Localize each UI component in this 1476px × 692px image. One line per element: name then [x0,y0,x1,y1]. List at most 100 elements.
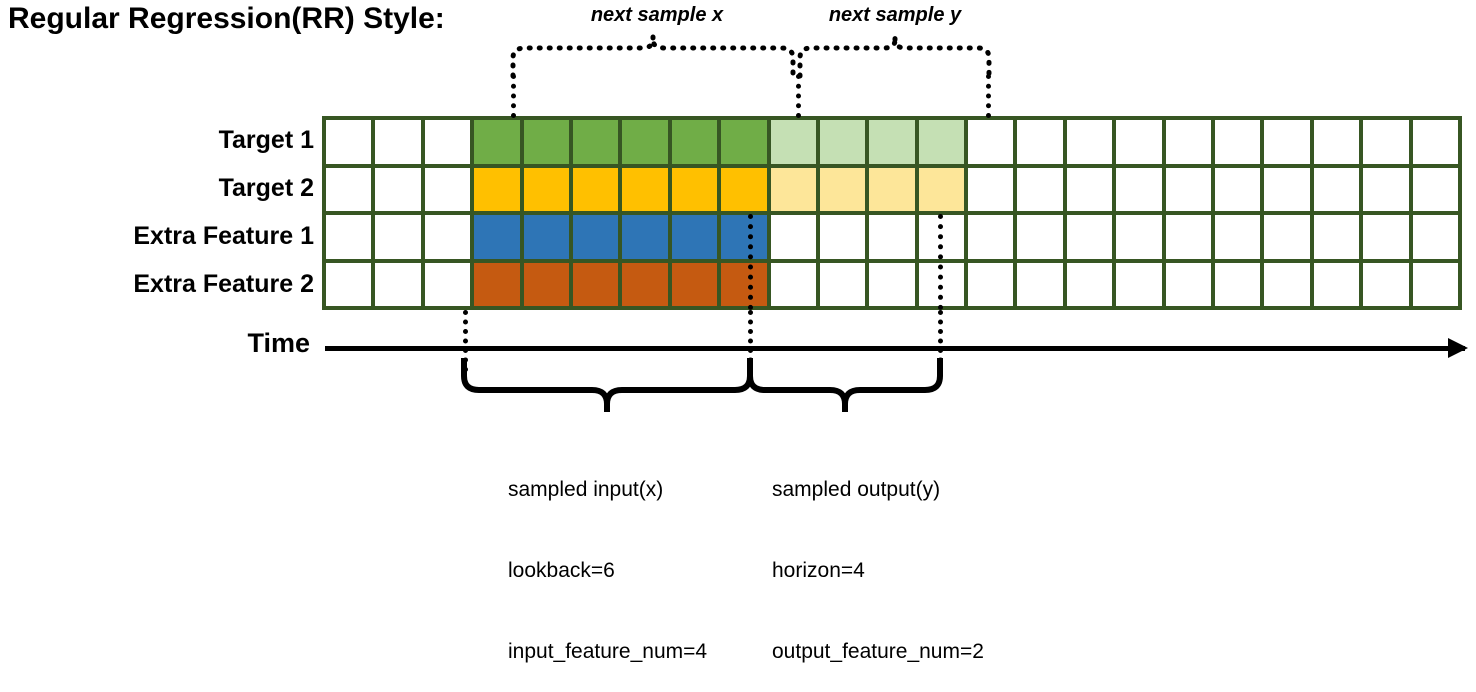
grid-cell-empty [326,120,372,164]
grid-cell-input [572,120,619,164]
grid-cell-input [671,215,718,259]
grid-cell-input [572,215,619,259]
timeline-grid [322,116,1462,310]
annotation-output-line3: output_feature_num=2 [772,640,984,663]
grid-cell-input [671,167,718,211]
annotation-sampled-input: sampled input(x) lookback=6 input_featur… [508,422,707,692]
dotted-connector-boundary-top [796,74,801,118]
annotation-output-line2: horizon=4 [772,559,865,582]
grid-cell-empty [424,120,471,164]
grid-cell-input [622,120,668,164]
caption-next-sample-x: next sample x [590,4,724,26]
grid-cell-empty [375,215,421,259]
row-label-target-2: Target 2 [218,174,314,202]
dotted-connector-output-end-bottom [938,310,943,372]
grid-row [326,167,1458,211]
grid-cell-empty [1116,167,1162,211]
grid-cell-empty [1412,262,1458,306]
dotted-brace-next-sample-x [510,36,796,79]
grid-cell-empty [1165,167,1212,211]
grid-cell-empty [1264,120,1310,164]
grid-cell-input [721,120,767,164]
grid-cell-output [918,167,965,211]
time-axis-label: Time [247,328,310,358]
grid-cell-empty [1215,167,1261,211]
grid-cell-empty [1264,262,1310,306]
grid-cell-empty [1116,262,1162,306]
grid-cell-empty [1017,262,1063,306]
dotted-connector-output-end-top [986,74,991,118]
grid-cell-input [671,120,718,164]
grid-cell-output [869,262,915,306]
grid-cell-empty [1066,167,1113,211]
grid-cell-input [721,262,767,306]
brace-sampled-output [747,358,943,412]
grid-row [326,120,1458,164]
grid-cell-empty [424,167,471,211]
grid-cell-empty [375,120,421,164]
annotation-sampled-output: sampled output(y) horizon=4 output_featu… [772,422,984,692]
grid-cell-empty [326,167,372,211]
grid-cell-input [572,262,619,306]
dotted-connector-output-end-mid [938,214,943,310]
grid-cell-input [523,215,569,259]
grid-cell-empty [968,215,1014,259]
grid-cell-empty [1116,215,1162,259]
grid-cell-empty [1264,215,1310,259]
grid-cell-empty [1215,215,1261,259]
annotation-input-line3: input_feature_num=4 [508,640,708,663]
row-label-extra-feature-1: Extra Feature 1 [133,222,314,250]
grid-cell-input [721,215,767,259]
caption-next-sample-y: next sample y [828,4,962,26]
grid-cell-output [770,262,816,306]
grid-cell-empty [1363,215,1409,259]
grid-cell-empty [1017,120,1063,164]
row-label-extra-feature-2: Extra Feature 2 [133,270,314,298]
grid-cell-output [819,167,866,211]
grid-cell-input [474,215,520,259]
grid-cell-empty [1363,120,1409,164]
grid-cell-empty [375,262,421,306]
grid-cell-empty [968,120,1014,164]
grid-cell-input [721,167,767,211]
dotted-connector-boundary-bottom [748,310,753,372]
grid-cell-input [523,167,569,211]
grid-cell-output [869,167,915,211]
annotation-output-line1: sampled output(y) [772,478,941,501]
dotted-brace-next-sample-y [797,36,992,79]
grid-cell-empty [1017,167,1063,211]
grid-cell-output [819,120,866,164]
dotted-connector-input-start-top [511,74,516,118]
grid-cell-output [869,120,915,164]
grid-cell-output [770,167,816,211]
grid-cell-empty [1165,120,1212,164]
grid-cell-empty [1165,215,1212,259]
grid-cell-empty [1412,120,1458,164]
grid-cell-empty [1313,167,1360,211]
dotted-connector-input-start-bottom [463,310,468,372]
grid-cell-empty [1066,262,1113,306]
grid-cell-input [671,262,718,306]
grid-cell-input [622,167,668,211]
grid-cell-output [819,262,866,306]
grid-cell-empty [1215,262,1261,306]
grid-row [326,262,1458,306]
grid-cell-empty [1066,120,1113,164]
grid-cell-empty [326,262,372,306]
annotation-input-line2: lookback=6 [508,559,615,582]
grid-cell-empty [1412,167,1458,211]
grid-cell-empty [375,167,421,211]
grid-cell-empty [1116,120,1162,164]
grid-cell-input [474,167,520,211]
grid-cell-empty [1363,262,1409,306]
grid-cell-input [572,167,619,211]
grid-cell-input [523,120,569,164]
grid-cell-empty [1313,120,1360,164]
grid-cell-input [474,262,520,306]
grid-cell-empty [968,167,1014,211]
grid-cell-output [770,120,816,164]
grid-cell-input [523,262,569,306]
grid-row [326,215,1458,259]
time-axis-arrow-icon [1448,338,1468,358]
grid-cell-empty [968,262,1014,306]
